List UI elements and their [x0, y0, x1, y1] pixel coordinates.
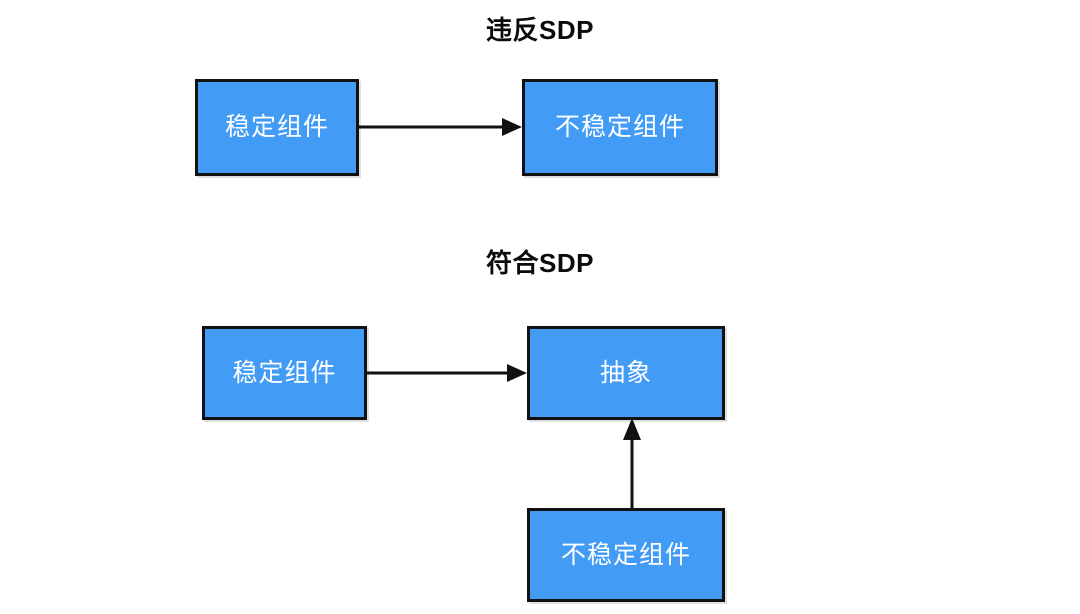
node-abstraction[interactable]: 抽象	[527, 326, 725, 420]
node-label: 不稳定组件	[560, 540, 691, 569]
node-label: 抽象	[599, 358, 652, 387]
arrow-stable-to-unstable	[359, 112, 523, 142]
node-label: 稳定组件	[232, 358, 337, 387]
node-unstable-component-1[interactable]: 不稳定组件	[522, 79, 718, 176]
section-title-conforming-sdp: 符合SDP	[486, 248, 594, 278]
arrow-stable-to-abstraction	[367, 358, 528, 388]
arrow-unstable-to-abstraction	[617, 418, 647, 510]
node-label: 稳定组件	[224, 113, 329, 141]
node-unstable-component-2[interactable]: 不稳定组件	[527, 508, 725, 602]
node-stable-component-2[interactable]: 稳定组件	[202, 326, 367, 420]
section-title-violating-sdp: 违反SDP	[486, 15, 594, 45]
node-label: 不稳定组件	[554, 113, 685, 141]
node-stable-component-1[interactable]: 稳定组件	[195, 79, 359, 176]
